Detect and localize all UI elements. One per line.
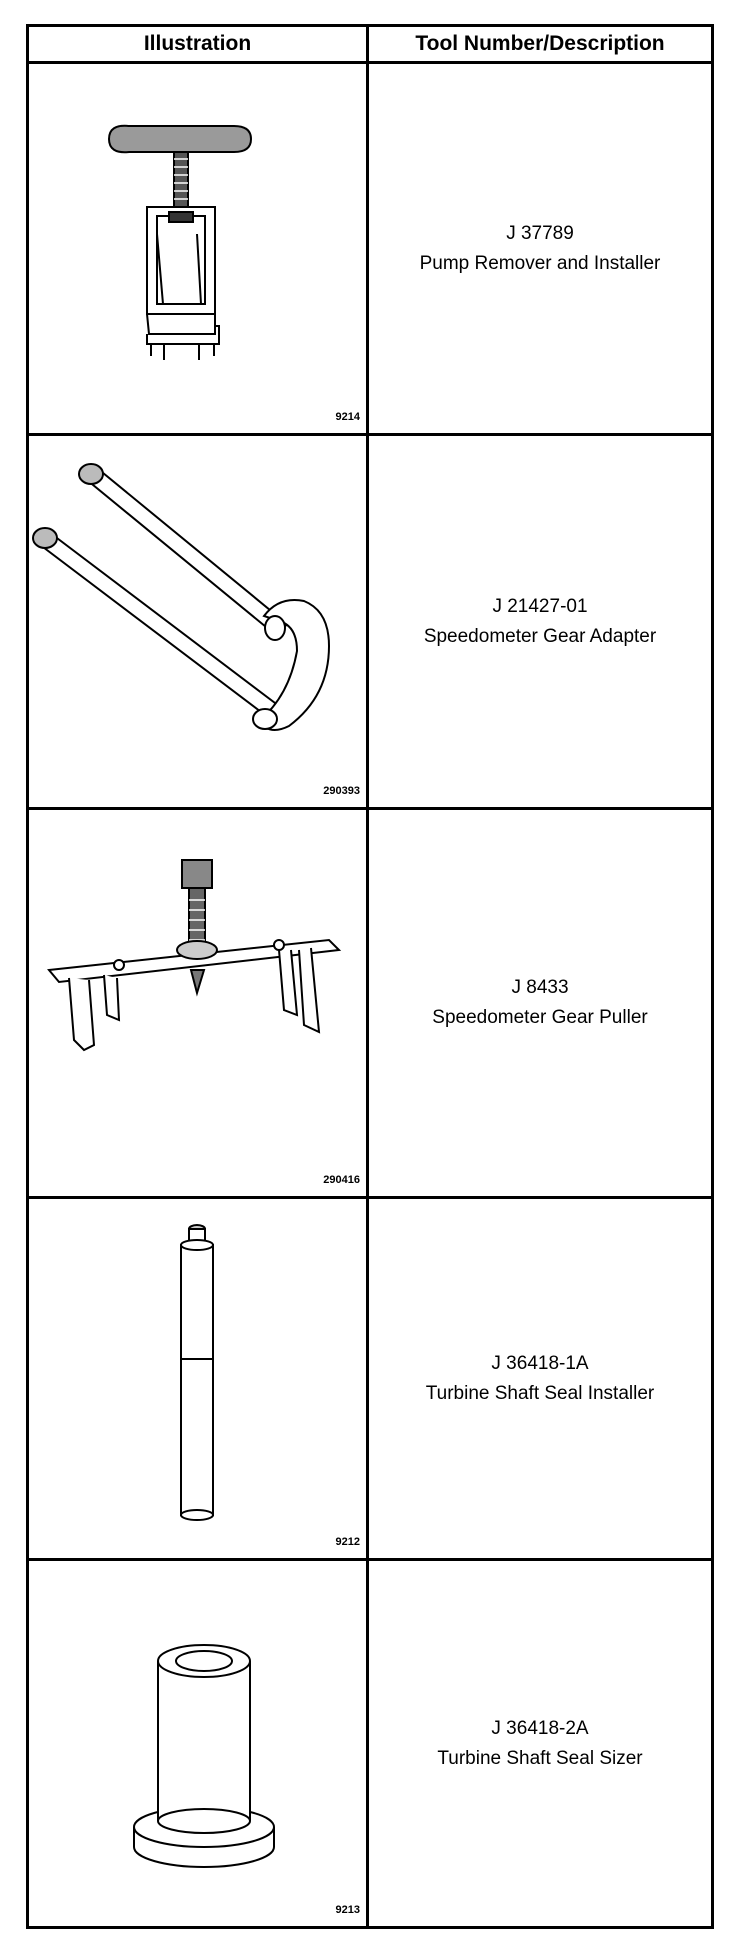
figure-number: 290416 bbox=[323, 1174, 360, 1186]
table-row: 290393 J 21427-01 Speedometer Gear Adapt… bbox=[29, 436, 711, 810]
tool-number: J 36418-1A bbox=[491, 1352, 589, 1374]
illustration-cell: 290416 bbox=[29, 810, 366, 1196]
turbine-shaft-seal-sizer-icon bbox=[133, 1644, 275, 1868]
tool-number: J 21427-01 bbox=[492, 595, 588, 617]
tool-description: Speedometer Gear Adapter bbox=[423, 625, 657, 647]
tool-description: Turbine Shaft Seal Installer bbox=[425, 1382, 655, 1404]
illustration-cell: 9213 bbox=[29, 1561, 366, 1926]
illustration-header: Illustration bbox=[143, 32, 252, 55]
tool-table: Illustration Tool Number/Description bbox=[26, 24, 714, 1929]
tool-description-cell: J 36418-2A Turbine Shaft Seal Sizer bbox=[369, 1561, 711, 1926]
table-row: 9212 J 36418-1A Turbine Shaft Seal Insta… bbox=[29, 1199, 711, 1561]
tool-description: Speedometer Gear Puller bbox=[432, 1007, 648, 1028]
table-row: 9214 J 37789 Pump Remover and Installer bbox=[29, 64, 711, 436]
figure-number: 9213 bbox=[335, 1904, 360, 1916]
tool-description-header: Tool Number/Description bbox=[415, 32, 665, 55]
table-header: Illustration Tool Number/Description bbox=[29, 27, 711, 64]
tool-description: Turbine Shaft Seal Sizer bbox=[437, 1747, 643, 1769]
figure-number: 9214 bbox=[335, 411, 360, 423]
figure-number: 9212 bbox=[335, 1536, 360, 1548]
speedometer-gear-adapter-icon bbox=[32, 463, 331, 731]
tool-number: J 8433 bbox=[511, 977, 569, 998]
tool-number: J 37789 bbox=[506, 222, 574, 244]
tool-number: J 36418-2A bbox=[491, 1717, 589, 1739]
tool-description-cell: J 36418-1A Turbine Shaft Seal Installer bbox=[369, 1199, 711, 1558]
tool-description-cell: J 21427-01 Speedometer Gear Adapter bbox=[369, 436, 711, 807]
illustration-cell: 9214 bbox=[29, 64, 366, 433]
pump-remover-installer-icon bbox=[107, 124, 253, 360]
tool-description-cell: J 8433 Speedometer Gear Puller bbox=[369, 810, 711, 1196]
table-row: 9213 J 36418-2A Turbine Shaft Seal Sizer bbox=[29, 1561, 711, 1926]
table-row: 290416 J 8433 Speedometer Gear Puller bbox=[29, 810, 711, 1199]
tool-description-cell: J 37789 Pump Remover and Installer bbox=[369, 64, 711, 433]
speedometer-gear-puller-icon bbox=[47, 859, 342, 1052]
illustration-cell: 290393 bbox=[29, 436, 366, 807]
figure-number: 290393 bbox=[323, 785, 360, 797]
turbine-shaft-seal-installer-icon bbox=[180, 1224, 214, 1521]
illustration-cell: 9212 bbox=[29, 1199, 366, 1558]
column-divider bbox=[366, 27, 369, 1926]
tool-description: Pump Remover and Installer bbox=[419, 252, 661, 274]
